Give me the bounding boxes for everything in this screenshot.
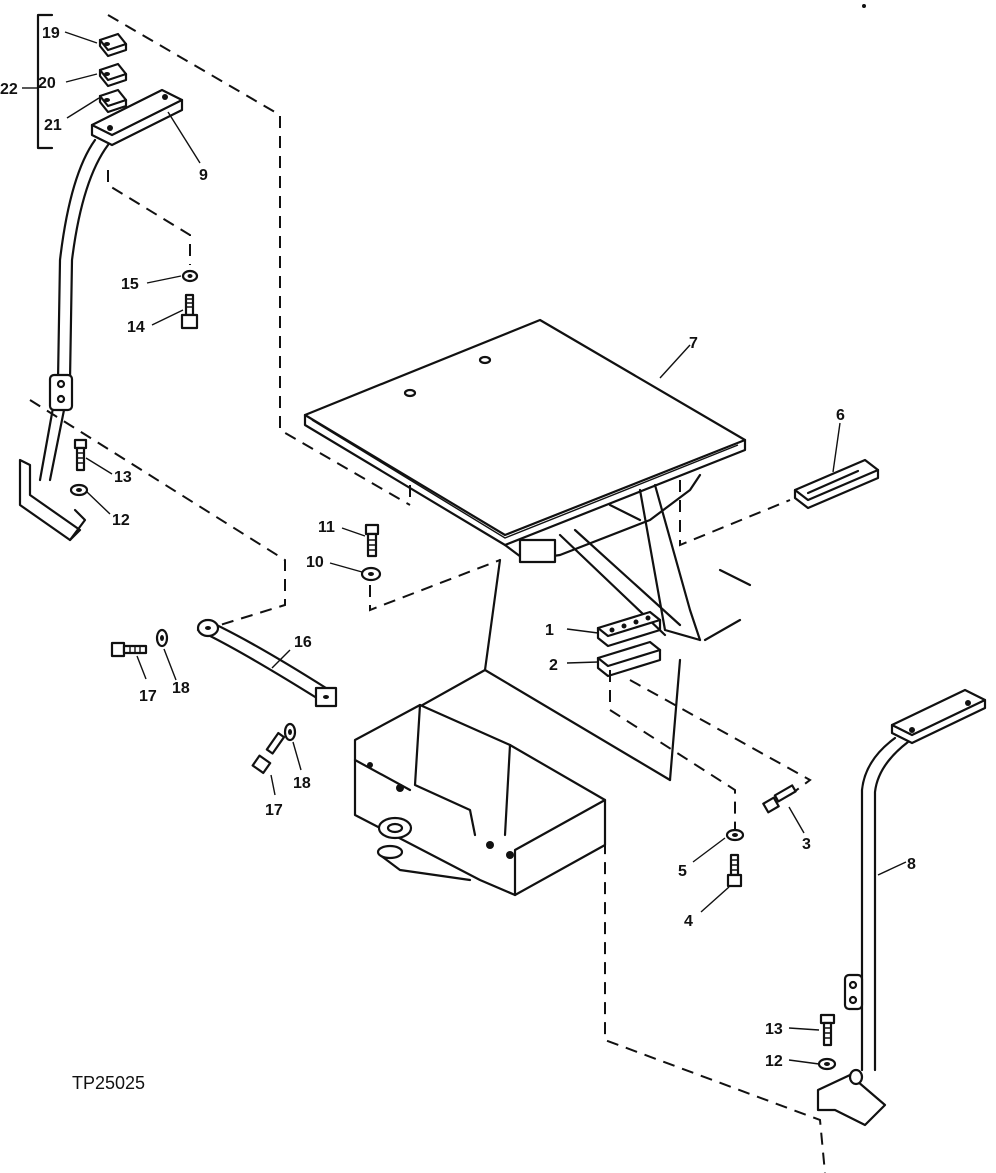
brace-part-16 (196, 618, 338, 708)
callout-19: 19 (42, 25, 60, 42)
callout-1: 1 (545, 622, 554, 639)
plates-19-20-21 (98, 32, 128, 114)
callout-18-right: 18 (293, 775, 311, 792)
callout-16: 16 (294, 634, 312, 651)
callout-20: 20 (38, 75, 56, 92)
callout-2: 2 (549, 657, 558, 674)
callout-17-right: 17 (265, 802, 283, 819)
machine-body-frame (353, 503, 752, 897)
group-bracket-22 (36, 13, 54, 150)
callout-11: 11 (318, 519, 335, 536)
callout-8: 8 (907, 856, 916, 873)
right-post-part-8 (816, 688, 987, 1127)
callout-12-right: 12 (765, 1053, 783, 1070)
drawing-code: TP25025 (72, 1073, 145, 1093)
callout-13-left: 13 (114, 469, 132, 486)
callout-4: 4 (684, 913, 693, 930)
callout-6: 6 (836, 407, 845, 424)
callout-14: 14 (127, 319, 145, 336)
callout-22: 22 (0, 81, 18, 98)
callout-18-left: 18 (172, 680, 190, 697)
callout-5: 5 (678, 863, 687, 880)
hardware (69, 269, 880, 1071)
stray-mark (862, 4, 866, 8)
callout-9: 9 (199, 167, 208, 184)
assembly-dashed-lines (29, 14, 826, 1173)
callout-7: 7 (689, 335, 698, 352)
callout-leaders (22, 31, 907, 1065)
callout-15: 15 (121, 276, 139, 293)
callout-10: 10 (306, 554, 324, 571)
canopy-part-7 (303, 318, 747, 642)
callout-labels: 19 20 22 21 9 15 14 13 12 7 6 11 10 1 2 … (0, 25, 916, 1070)
callout-12-left: 12 (112, 512, 130, 529)
callout-21: 21 (44, 117, 62, 134)
callout-17-left: 17 (139, 688, 157, 705)
callout-13-right: 13 (765, 1021, 783, 1038)
left-post-part-9 (18, 88, 184, 542)
callout-3: 3 (802, 836, 811, 853)
